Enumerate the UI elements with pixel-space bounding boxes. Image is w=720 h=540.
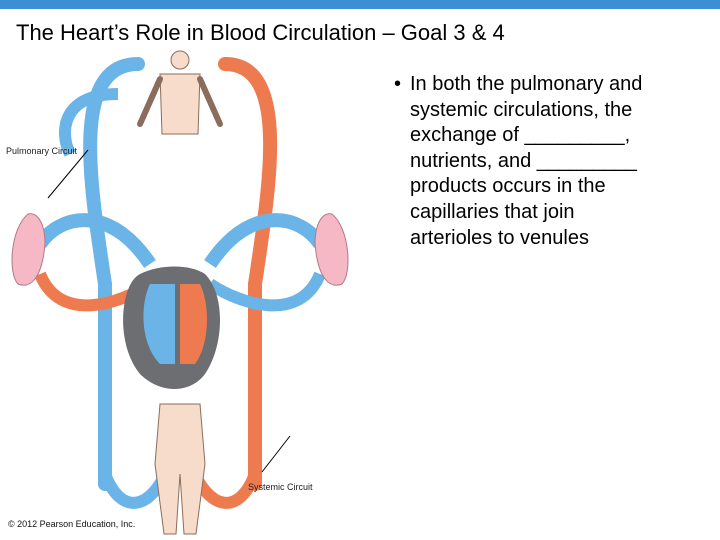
pulmonary-pointer [47, 149, 89, 199]
slide-title: The Heart’s Role in Blood Circulation – … [16, 20, 505, 45]
heart-left-side [180, 284, 207, 364]
bullet-line-5: products occurs in the [410, 175, 606, 198]
bullet-line-3: exchange of _________, [410, 124, 631, 147]
pulmonary-return-right [206, 271, 326, 312]
bullet-line-6: capillaries that join [410, 200, 575, 223]
pulmonary-circuit-label: Pulmonary Circuit [6, 146, 78, 156]
copyright-notice: © 2012 Pearson Education, Inc. [8, 519, 136, 529]
bullet-line-7: arterioles to venules [410, 226, 589, 249]
oxygen-rich-vessel-right [218, 57, 278, 491]
systemic-pointer [261, 435, 291, 473]
oxygen-poor-vessel-outer [59, 88, 119, 157]
pulmonary-vein [204, 213, 326, 269]
bullet-text: •In both the pulmonary and systemic circ… [394, 72, 712, 251]
heart-right-side [143, 284, 175, 364]
bullet-dot: • [394, 73, 402, 95]
bullet-line-2: systemic circulations, the [410, 98, 633, 121]
oxygen-poor-vessel-left [83, 57, 145, 491]
upper-body-figure [137, 50, 223, 135]
bullet-line-1: •In both the pulmonary and [394, 72, 712, 98]
bullet-line-4: nutrients, and _________ [410, 149, 637, 172]
left-lung [11, 213, 46, 286]
lower-body-figure [154, 403, 206, 535]
right-lung [314, 213, 349, 286]
pulmonary-artery [34, 213, 156, 269]
header-accent-bar [0, 0, 720, 9]
circulation-diagram [11, 50, 349, 535]
systemic-circuit-label: Systemic Circuit [248, 482, 313, 492]
